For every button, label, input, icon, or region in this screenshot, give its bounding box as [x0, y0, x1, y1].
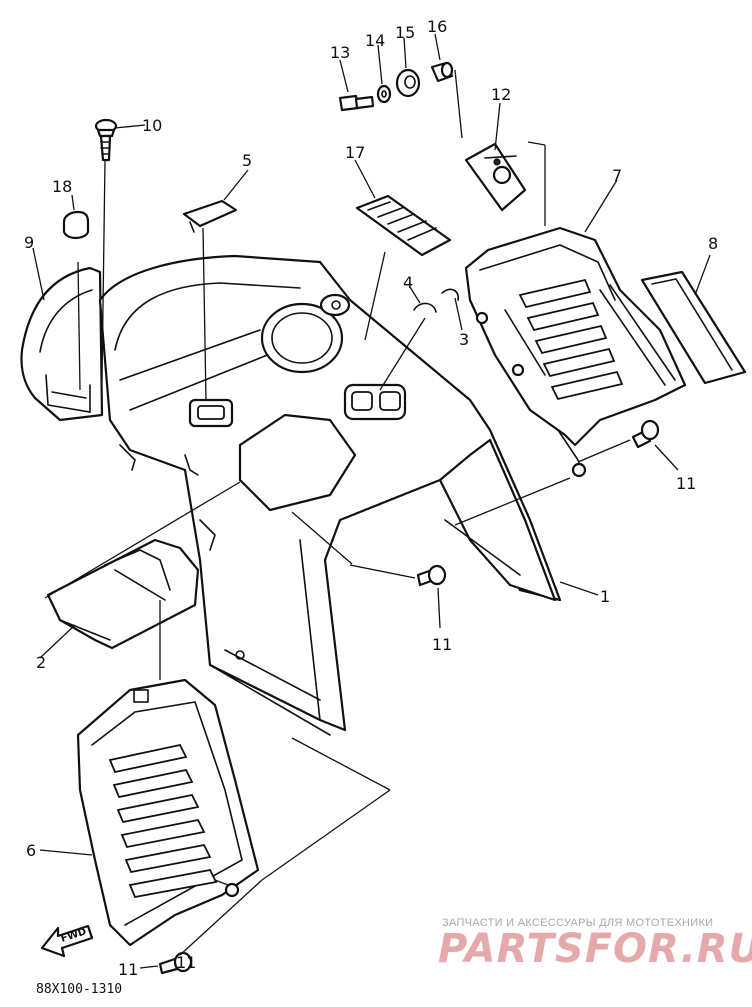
callout-label: 15 [395, 23, 415, 42]
drawing-code: 88X100-1310 [36, 982, 122, 997]
part-7-upper-louver-cover [464, 226, 687, 478]
callout-label: 5 [242, 151, 252, 170]
part-3-clip [441, 288, 460, 301]
watermark-brand: PARTSFOR.RU [438, 926, 752, 972]
forward-arrow-icon: FWD [40, 924, 94, 958]
part-6-louvers [108, 743, 218, 899]
part-12-bracket [464, 142, 527, 212]
part-6-lower-louver-cover [76, 678, 260, 947]
callout-label: 17 [345, 143, 365, 162]
callout-label: 10 [142, 116, 162, 135]
callout-label: 12 [491, 85, 511, 104]
callout-label: 2 [36, 653, 46, 672]
part-1-front-cowl [98, 254, 562, 736]
callout-label: 11 [432, 635, 452, 654]
part-7-louvers [518, 278, 624, 401]
leader-lines [32, 33, 711, 969]
callout-labels: 1 2 3 4 5 6 7 8 9 10 11 11 11 11 12 13 1… [24, 17, 718, 979]
part-9-fender-guard [20, 266, 104, 422]
callout-label: 16 [427, 17, 447, 36]
part-13-bolt [338, 94, 375, 112]
callout-label: 1 [600, 587, 610, 606]
callout-label: 14 [365, 31, 385, 50]
watermark-caption: ЗАПЧАСТИ И АКСЕССУАРЫ ДЛЯ МОТОТЕХНИКИ [442, 917, 713, 929]
callout-label: 11 [118, 960, 138, 979]
watermark: ЗАПЧАСТИ И АКСЕССУАРЫ ДЛЯ МОТОТЕХНИКИ PA… [438, 917, 752, 972]
part-18-rubber-cap [62, 210, 90, 240]
part-5-clip [182, 199, 238, 233]
callout-label: 11 [176, 953, 196, 972]
part-10-screw [94, 118, 118, 162]
callout-label: 4 [403, 273, 413, 292]
part-14-washer [376, 84, 392, 104]
callout-label: 9 [24, 233, 34, 252]
part-17-label-plate [355, 194, 452, 257]
callout-label: 7 [612, 166, 622, 185]
callout-label: 11 [676, 474, 696, 493]
part-4-clip [413, 302, 437, 313]
callout-label: 3 [459, 330, 469, 349]
part-15-grommet [395, 68, 421, 98]
callout-label: 18 [52, 177, 72, 196]
part-11-bolt-center [416, 564, 447, 587]
callout-label: 8 [708, 234, 718, 253]
part-8-strip [640, 270, 747, 385]
callout-label: 6 [26, 841, 36, 860]
callout-label: 13 [330, 43, 350, 62]
part-2-lower-panel [46, 538, 200, 650]
part-11-bolt-right [631, 419, 660, 449]
part-16-collar [430, 61, 454, 83]
